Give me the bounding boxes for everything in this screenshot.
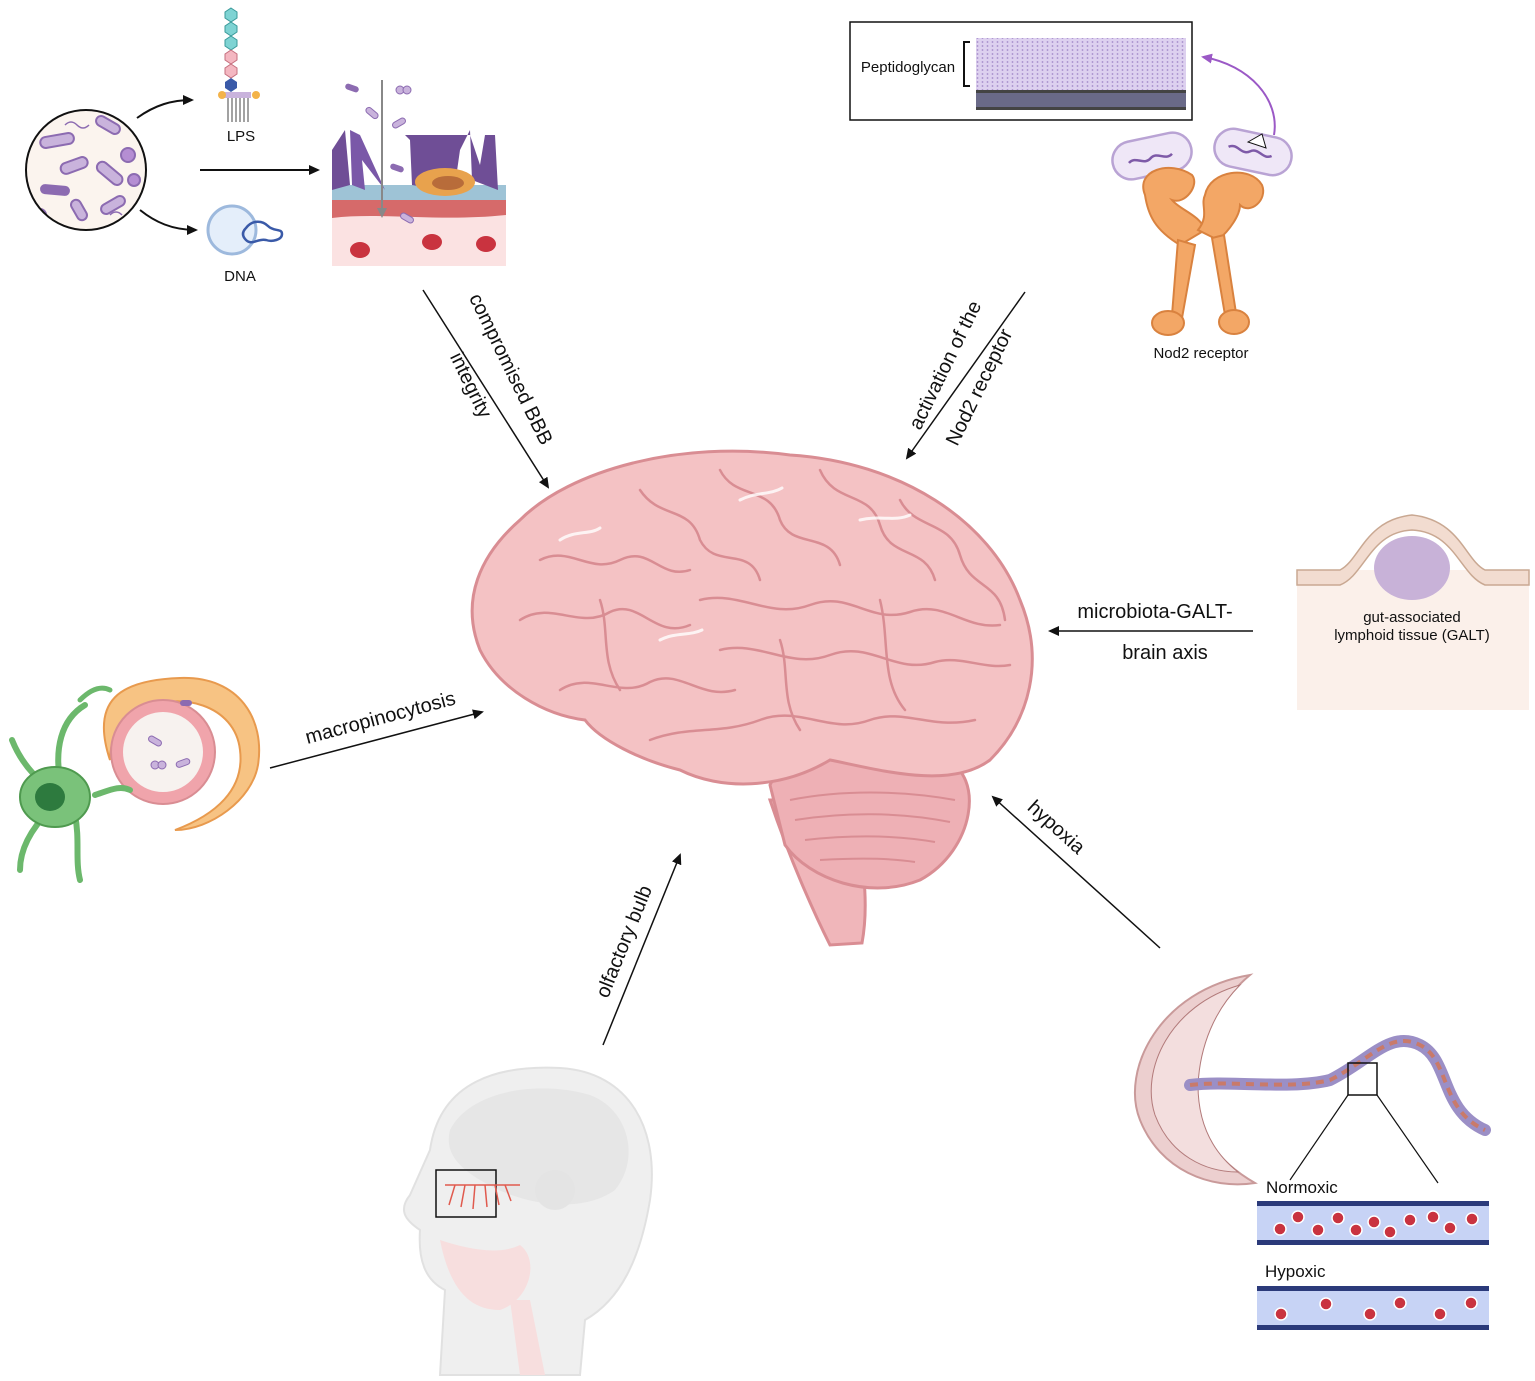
zoom-line-right bbox=[1376, 1094, 1439, 1184]
head-sagittal-illustration bbox=[402, 1066, 653, 1376]
galt-label-line2: lymphoid tissue (GALT) bbox=[1334, 627, 1490, 644]
nod2-receptor-illustration bbox=[1111, 127, 1293, 336]
pathway-galt-line2: brain axis bbox=[1122, 642, 1208, 664]
hypoxic-vessel bbox=[1257, 1286, 1489, 1330]
arrow-olfactory bbox=[602, 853, 682, 1046]
zoom-line-left bbox=[1289, 1094, 1349, 1181]
pathway-macropinocytosis: macropinocytosis bbox=[303, 688, 458, 749]
neurovascular-unit-illustration bbox=[9, 676, 261, 883]
pathway-bbb-line2: integrity bbox=[445, 349, 495, 422]
olfactory-nerve-icon bbox=[445, 1184, 520, 1210]
brain-illustration bbox=[470, 449, 1034, 947]
arrow-hypoxia bbox=[991, 795, 1161, 949]
galt-label-line1: gut-associated bbox=[1363, 609, 1461, 626]
pathway-bbb-line1: compromised BBB bbox=[464, 290, 556, 449]
lps-label: LPS bbox=[227, 128, 255, 145]
arrow-nod2 bbox=[905, 291, 1026, 460]
pathway-hypoxia: hypoxia bbox=[1023, 796, 1090, 859]
lps-molecule-icon bbox=[218, 7, 260, 122]
normoxic-vessel bbox=[1257, 1201, 1489, 1245]
placenta-illustration bbox=[1134, 973, 1491, 1186]
normoxic-label: Normoxic bbox=[1266, 1178, 1338, 1197]
arrow-to-lps bbox=[136, 95, 194, 119]
arrow-to-peptidoglycan bbox=[1201, 53, 1276, 136]
arrow-to-dna bbox=[139, 209, 198, 235]
arrow-bbb bbox=[422, 289, 550, 489]
peptidoglycan-label: Peptidoglycan bbox=[861, 59, 955, 76]
hypoxic-label: Hypoxic bbox=[1265, 1262, 1326, 1281]
dna-vesicle-icon bbox=[206, 204, 284, 256]
galt-illustration bbox=[1296, 514, 1530, 710]
bbb-tissue-illustration bbox=[332, 80, 506, 266]
pathway-olfactory: olfactory bulb bbox=[592, 882, 657, 1001]
peptidoglycan-box bbox=[849, 21, 1193, 121]
zoom-box bbox=[1347, 1062, 1378, 1096]
dna-label: DNA bbox=[224, 268, 256, 285]
nod2-receptor-label: Nod2 receptor bbox=[1153, 345, 1248, 362]
arrow-macropinocytosis bbox=[269, 709, 484, 769]
bacteria-circle bbox=[25, 109, 147, 231]
pathway-galt-line1: microbiota-GALT- bbox=[1077, 601, 1232, 623]
